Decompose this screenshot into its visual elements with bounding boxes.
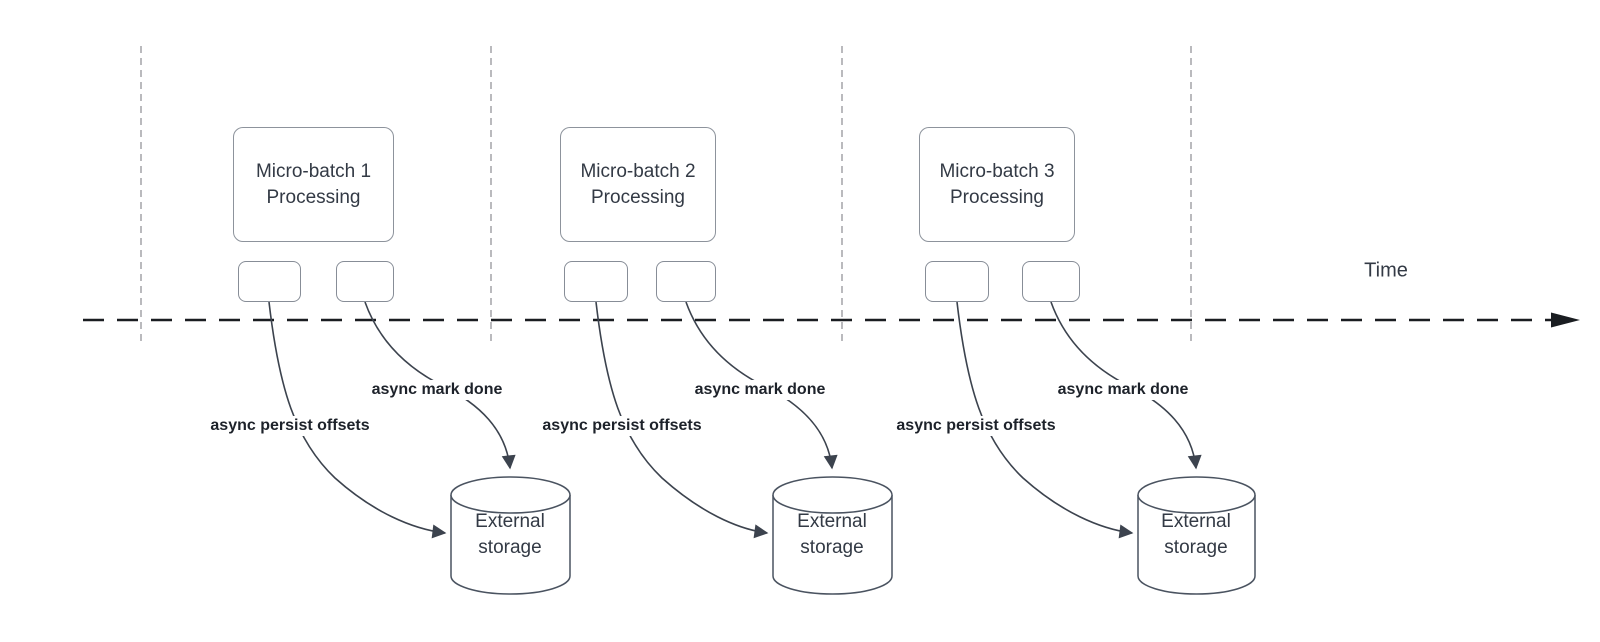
external-storage-label-line2: storage: [800, 537, 864, 558]
async-mark-done-label: async mark done: [691, 380, 829, 400]
async-persist-offsets-label: async persist offsets: [893, 416, 1059, 436]
persist-offsets-arrow: [956, 301, 1134, 539]
external-storage-label: External storage: [797, 509, 867, 561]
persist-offsets-arrow: [595, 301, 769, 539]
external-storage-cylinder: [450, 476, 571, 595]
micro-batch-1-label-line1: Micro-batch 1: [255, 160, 372, 182]
persist-offsets-task-box: [238, 261, 301, 302]
micro-batch-1-processing-box: Micro-batch 1 Processing: [233, 127, 394, 242]
timeline-arrowhead-icon: [1551, 312, 1580, 328]
async-persist-offsets-label: async persist offsets: [207, 416, 373, 436]
external-storage-label-line2: storage: [478, 537, 542, 558]
async-mark-done-label: async mark done: [1054, 380, 1192, 400]
micro-batch-1-label-line2: Processing: [266, 186, 361, 208]
time-axis-label: Time: [1364, 259, 1408, 282]
mark-done-task-box: [336, 261, 394, 302]
external-storage-label: External storage: [475, 509, 545, 561]
micro-batch-3-processing-box: Micro-batch 3 Processing: [919, 127, 1075, 242]
external-storage-label-line1: External: [1161, 511, 1231, 532]
mark-done-task-box: [656, 261, 716, 302]
external-storage-cylinder: [1137, 476, 1256, 595]
persist-offsets-task-box: [564, 261, 628, 302]
external-storage-label-line2: storage: [1164, 537, 1228, 558]
micro-batch-3-label-line1: Micro-batch 3: [939, 160, 1055, 182]
micro-batch-2-processing-box: Micro-batch 2 Processing: [560, 127, 716, 242]
mark-done-task-box: [1022, 261, 1080, 302]
external-storage-label-line1: External: [797, 511, 867, 532]
persist-offsets-arrow: [268, 301, 447, 539]
micro-batch-2-label-line2: Processing: [591, 186, 685, 208]
external-storage-cylinder: [772, 476, 893, 595]
external-storage-label: External storage: [1161, 509, 1231, 561]
micro-batch-2-label-line1: Micro-batch 2: [580, 160, 696, 182]
persist-offsets-task-box: [925, 261, 989, 302]
async-persist-offsets-label: async persist offsets: [539, 416, 705, 436]
external-storage-label-line1: External: [475, 511, 545, 532]
async-mark-done-label: async mark done: [368, 380, 506, 400]
micro-batch-3-label-line2: Processing: [950, 186, 1044, 208]
